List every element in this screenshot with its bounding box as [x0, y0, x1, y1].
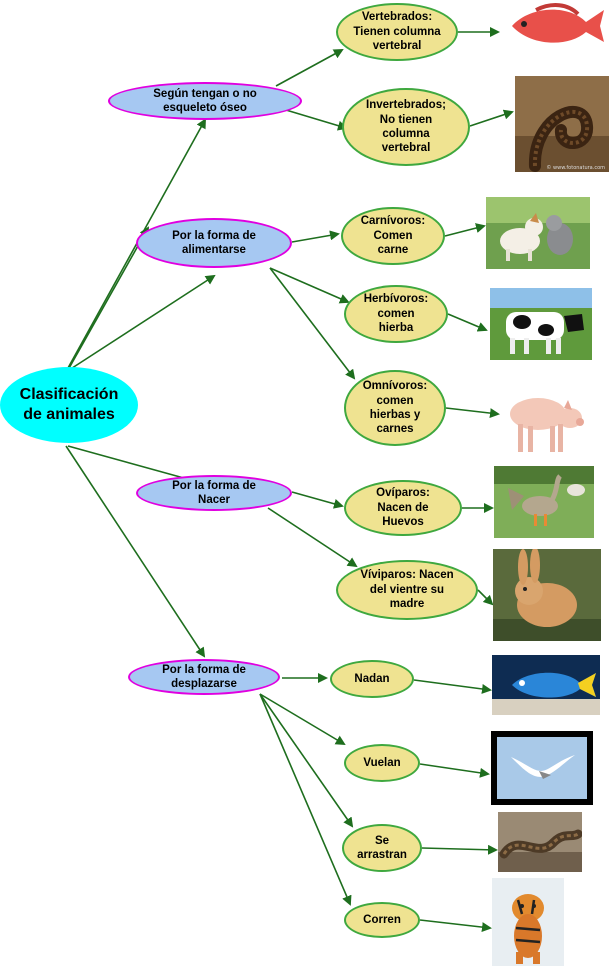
arrow-omnivoros-to-image [445, 407, 500, 419]
arrow-root-to-feeding-b [67, 226, 149, 371]
leaf-node-oviparos: Ovíparos: Nacen de Huevos [344, 480, 462, 536]
arrow-corren-to-image [419, 919, 492, 933]
leaf-node-vuelan: Vuelan [344, 744, 420, 782]
arrow-arrastran-to-image [421, 844, 498, 855]
cow-icon [490, 288, 592, 360]
arrow-nadan-to-image [413, 679, 492, 694]
arrow-skeleton-to-vertebrados [275, 49, 344, 87]
category-node-birth: Por la forma de Nacer [136, 475, 292, 511]
seagull-icon [491, 731, 593, 805]
leaf-node-invertebrados: Invertebrados; No tienen columna vertebr… [342, 88, 470, 166]
arrow-movement-to-arrastran [259, 693, 354, 828]
leaf-node-corren: Corren [344, 902, 420, 938]
millipede-icon: © www.fotonatura.com [515, 76, 609, 172]
pig-icon [500, 378, 584, 458]
snake-icon [498, 812, 582, 872]
arrow-viviparos-to-image [477, 589, 494, 606]
arrow-invertebrados-to-image [469, 109, 514, 127]
category-node-feeding: Por la forma de alimentarse [136, 218, 292, 268]
arrow-herbivoros-to-image [447, 313, 488, 332]
arrow-birth-to-oviparos [291, 491, 344, 509]
leaf-node-nadan: Nadan [330, 660, 414, 698]
arrow-vuelan-to-image [419, 763, 490, 778]
leaf-node-se-arrastran: Se arrastran [342, 824, 422, 872]
arrow-feeding-to-herbivoros [269, 267, 350, 304]
arrow-movement-to-vuelan [259, 693, 346, 746]
leaf-node-herbivoros: Herbívoros: comen hierba [344, 285, 448, 343]
arrow-root-to-movement [65, 445, 206, 658]
arrow-feeding-to-omnivoros [269, 267, 356, 380]
tiger-icon [492, 878, 564, 966]
arrow-feeding-to-carnivoros [291, 230, 340, 243]
leaf-node-omnivoros: Omnívoros: comen hierbas y carnes [344, 370, 446, 446]
rabbit-icon [493, 549, 601, 641]
arrow-skeleton-to-invertebrados [285, 109, 348, 131]
fish-icon [502, 0, 608, 52]
leaf-node-viviparos: Víviparos: Nacen del vientre su madre [336, 560, 478, 620]
dog-and-cat-icon [486, 197, 590, 269]
root-node: Clasificación de animales [0, 367, 138, 443]
geese-icon [494, 466, 594, 538]
category-node-movement: Por la forma de desplazarse [128, 659, 280, 695]
category-node-skeleton: Según tengan o no esqueleto óseo [108, 82, 302, 120]
leaf-node-vertebrados: Vertebrados: Tienen columna vertebral [336, 3, 458, 61]
tropical-fish-icon [492, 655, 600, 715]
arrow-root-to-feeding-a [65, 274, 216, 373]
arrow-carnivoros-to-image [444, 223, 486, 237]
image-credit: © www.fotonatura.com [546, 164, 605, 171]
leaf-node-carnivoros: Carnívoros: Comen carne [341, 207, 445, 265]
arrow-movement-to-corren [259, 693, 352, 906]
arrow-birth-to-viviparos [267, 507, 358, 568]
